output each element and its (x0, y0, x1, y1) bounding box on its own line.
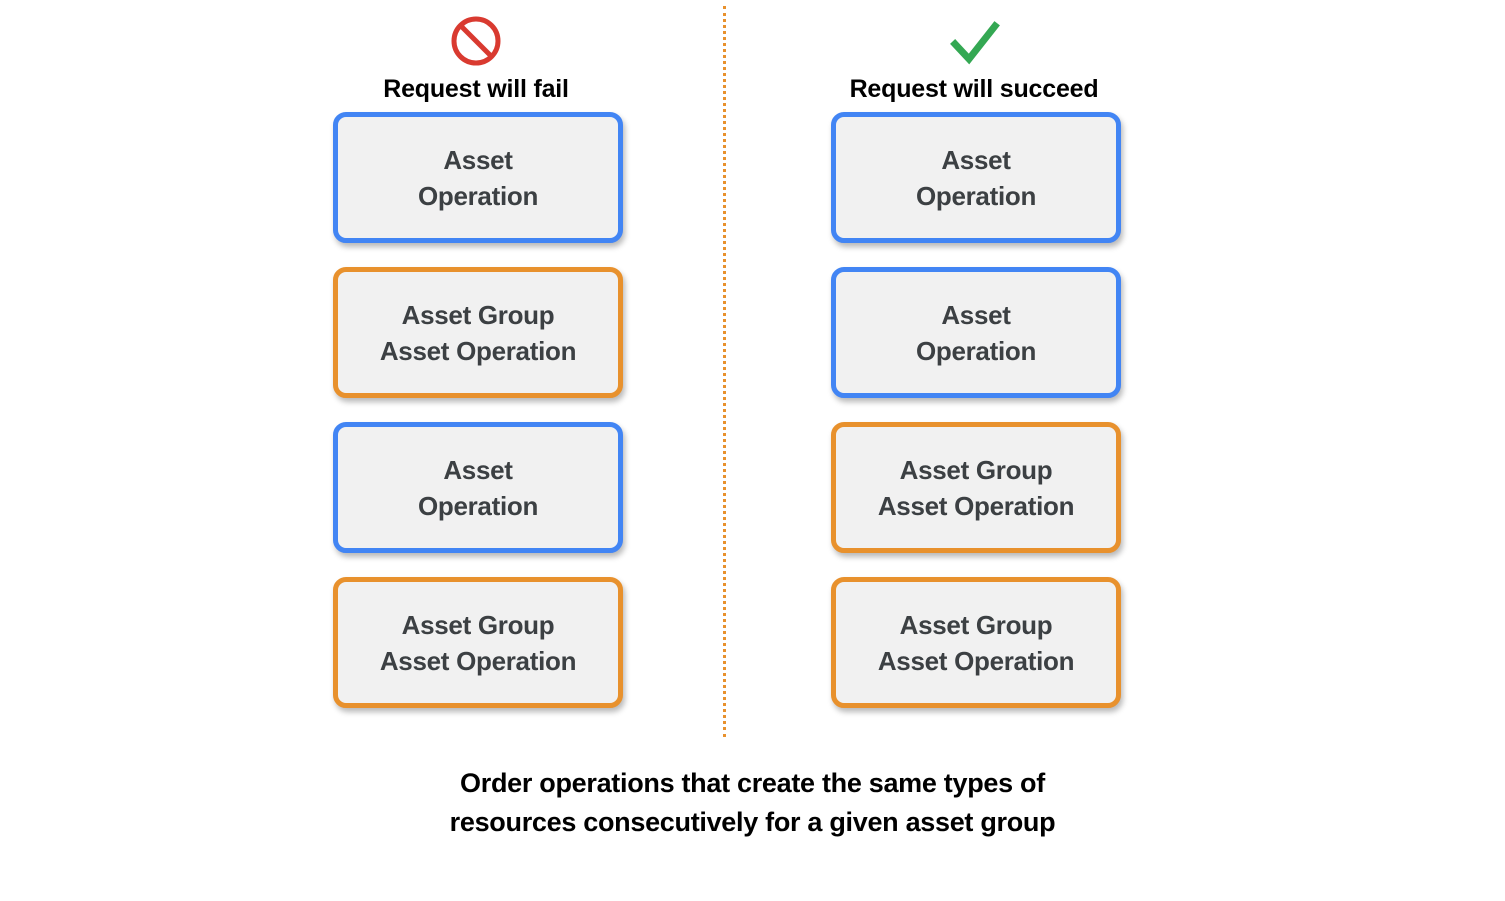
flow-box[interactable]: Asset Operation (831, 267, 1121, 398)
flow-box[interactable]: Asset Group Asset Operation (333, 267, 623, 398)
flow-box[interactable]: Asset Operation (831, 112, 1121, 243)
flow-box-label: Asset Group Asset Operation (877, 609, 1075, 676)
flow-box-label: Asset Operation (417, 454, 539, 521)
flow-box-label: Asset Operation (417, 144, 539, 211)
checkmark-icon (950, 21, 1000, 65)
flow-box-label: Asset Group Asset Operation (877, 454, 1075, 521)
flow-box[interactable]: Asset Group Asset Operation (333, 577, 623, 708)
diagram-caption: Order operations that create the same ty… (449, 768, 1056, 837)
flow-box[interactable]: Asset Group Asset Operation (831, 422, 1121, 553)
column-succeed-label: Request will succeed (849, 75, 1099, 103)
column-succeed-box-stack: Asset Operation Asset Operation Asset Gr… (831, 112, 1121, 732)
flow-box-label: Asset Group Asset Operation (379, 299, 577, 366)
flow-box-label: Asset Group Asset Operation (379, 609, 577, 676)
column-fail-label: Request will fail (383, 75, 569, 103)
column-fail-box-stack: Asset Operation Asset Group Asset Operat… (333, 112, 623, 732)
column-fail-header: Request will fail (306, 12, 646, 104)
column-succeed-header: Request will succeed (804, 12, 1144, 104)
prohibited-icon (451, 16, 501, 66)
flow-box[interactable]: Asset Operation (333, 422, 623, 553)
flow-box[interactable]: Asset Operation (333, 112, 623, 243)
flow-box-label: Asset Operation (915, 299, 1037, 366)
column-divider (723, 6, 726, 737)
flow-box-label: Asset Operation (915, 144, 1037, 211)
flow-box[interactable]: Asset Group Asset Operation (831, 577, 1121, 708)
